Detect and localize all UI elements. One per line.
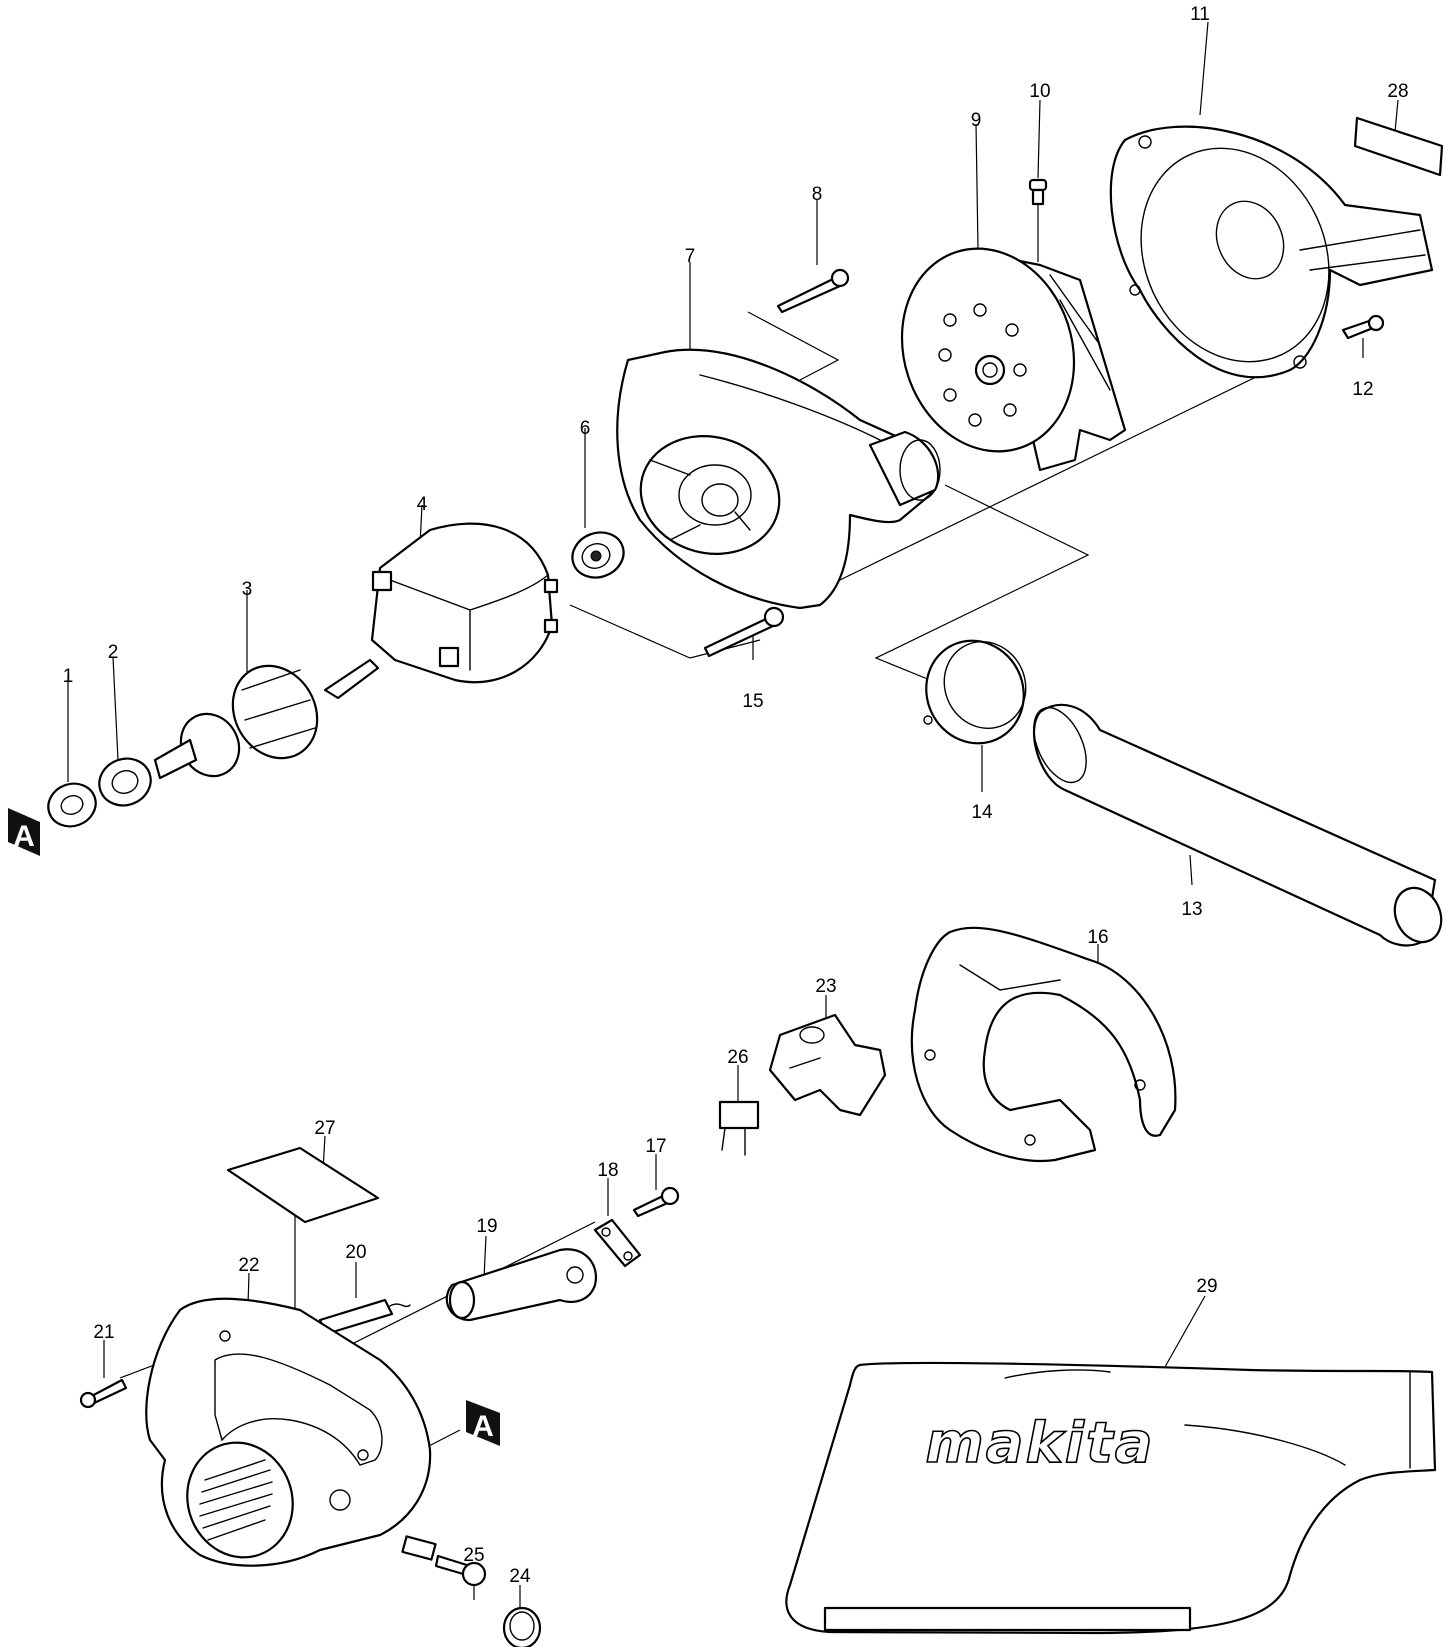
part-17-screw — [632, 1186, 680, 1218]
callout-2: 2 — [108, 642, 119, 663]
part-25-carbon-brush — [401, 1535, 487, 1587]
part-21-screw — [79, 1378, 128, 1409]
callout-24: 24 — [509, 1566, 531, 1587]
part-10-screw — [1028, 178, 1048, 206]
callout-28: 28 — [1387, 81, 1408, 102]
part-22-motor-housing — [145, 1297, 432, 1567]
callout-19: 19 — [476, 1216, 497, 1237]
part-6-bearing — [571, 531, 625, 579]
svg-text:A: A — [472, 1410, 494, 1443]
callout-23: 23 — [815, 976, 836, 997]
part-13-nozzle — [1032, 703, 1443, 947]
callout-4: 4 — [417, 494, 428, 515]
part-1-bearing — [47, 782, 97, 828]
part-23-switch — [768, 1013, 887, 1117]
callout-22: 22 — [238, 1255, 259, 1276]
callout-21: 21 — [93, 1322, 114, 1343]
callout-15: 15 — [742, 691, 763, 712]
vent-slots — [199, 1459, 273, 1541]
part-24-brush-cap — [502, 1606, 542, 1647]
part-29-dust-bag: makita — [785, 1361, 1437, 1635]
callout-8: 8 — [812, 184, 823, 205]
reference-marker-a-bottom: A — [466, 1400, 500, 1446]
callout-20: 20 — [345, 1242, 366, 1263]
part-18-cord-clamp — [593, 1218, 642, 1268]
callout-16: 16 — [1087, 927, 1108, 948]
callout-17: 17 — [645, 1136, 666, 1157]
part-12-screw — [1341, 314, 1385, 340]
part-19-cord-guard — [445, 1248, 598, 1322]
callout-26: 26 — [727, 1047, 748, 1068]
makita-logo: makita — [925, 1411, 1154, 1476]
callout-6: 6 — [580, 418, 591, 439]
part-27-label — [226, 1146, 380, 1224]
part-3-armature — [153, 658, 380, 780]
callout-29: 29 — [1196, 1276, 1217, 1297]
part-8-screw — [776, 268, 850, 314]
svg-text:A: A — [13, 820, 35, 853]
part-2-bearing — [98, 757, 152, 807]
callout-12: 12 — [1352, 379, 1373, 400]
part-4-stator — [370, 522, 559, 684]
part-15-screw — [703, 606, 785, 658]
part-14-ring — [923, 639, 1027, 745]
callout-25: 25 — [463, 1545, 484, 1566]
part-16-handle-cover — [910, 926, 1177, 1162]
callout-10: 10 — [1029, 81, 1050, 102]
callout-3: 3 — [242, 579, 253, 600]
callout-13: 13 — [1181, 899, 1202, 920]
callout-14: 14 — [971, 802, 993, 823]
part-11-fan-cover — [1109, 125, 1434, 379]
callout-11: 11 — [1190, 4, 1210, 25]
callout-7: 7 — [685, 246, 696, 267]
part-26-capacitor — [718, 1100, 760, 1156]
part-28-label — [1353, 116, 1444, 177]
part-7-fan-housing — [616, 348, 941, 610]
part-20-suppressor — [318, 1298, 411, 1336]
callout-18: 18 — [597, 1160, 618, 1181]
callout-27: 27 — [314, 1118, 335, 1139]
callout-numbers: 1 2 3 4 6 7 8 9 10 11 12 13 14 15 16 17 … — [63, 4, 1409, 1587]
reference-marker-a-top: A — [8, 808, 40, 856]
part-9-fan — [900, 247, 1127, 472]
callout-9: 9 — [971, 110, 982, 131]
callout-1: 1 — [63, 666, 74, 687]
